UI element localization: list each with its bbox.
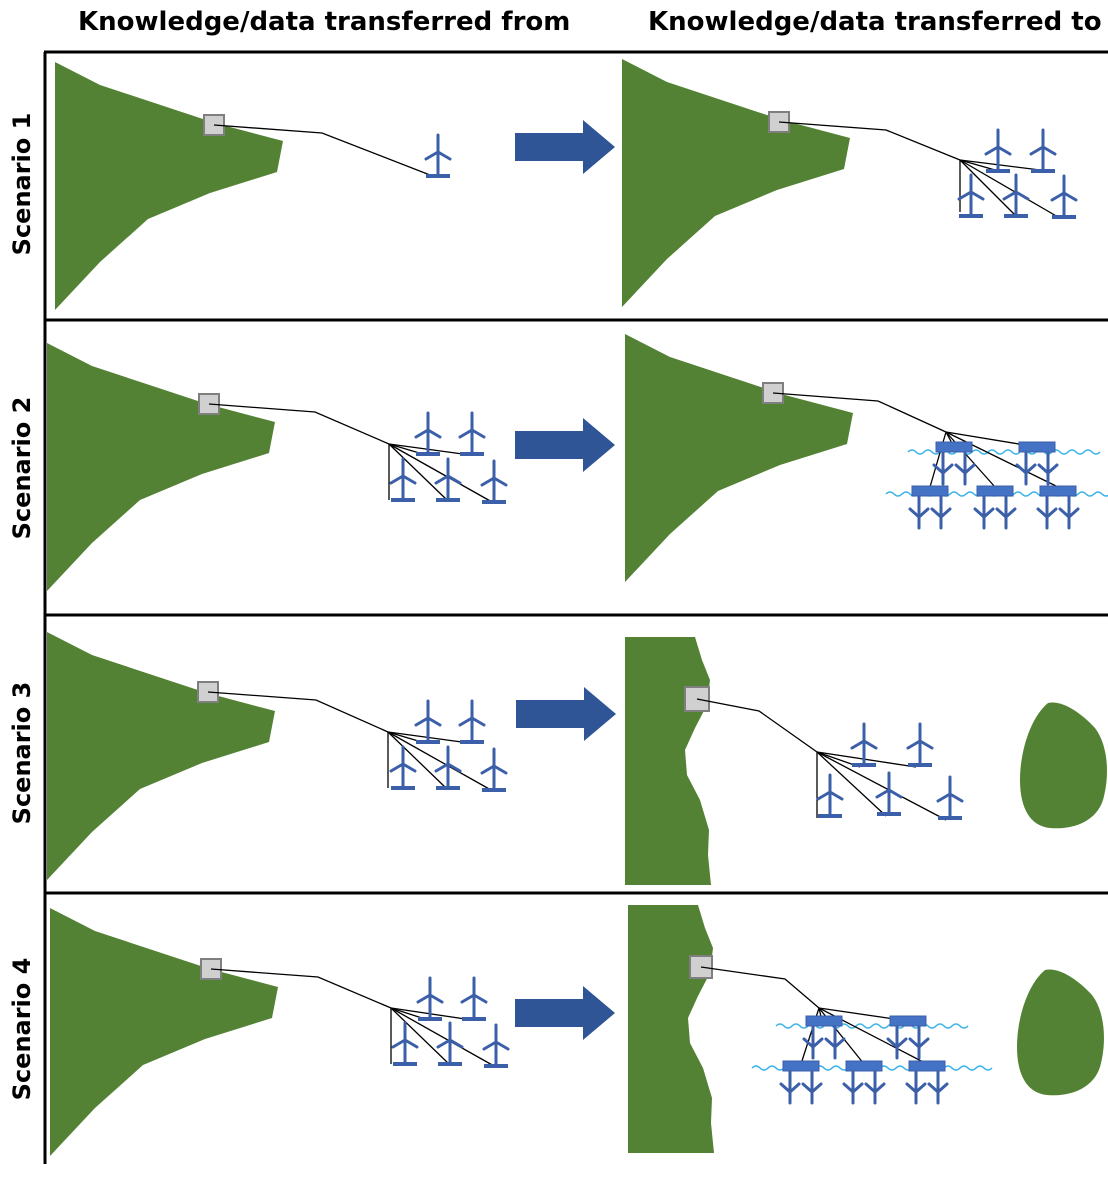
s2-from-turbine-2 [458, 411, 486, 456]
s2-from-export-cable [208, 403, 390, 445]
s2-transfer-arrow [515, 418, 615, 472]
s4-from-turbine-3 [391, 1021, 419, 1066]
s3-from-turbine-1 [414, 699, 442, 744]
s1-to-turbine-4 [1002, 173, 1030, 218]
s3-from-turbine-2 [458, 699, 486, 744]
s2-to-floating-turbine-1 [932, 441, 976, 486]
s4-to-floating-turbine-4 [842, 1060, 886, 1105]
s2-from-turbine-5 [480, 459, 508, 504]
s4-to-floating-turbine-5 [905, 1060, 949, 1105]
s1-transfer-arrow [515, 120, 615, 174]
s4-from-export-cable [210, 968, 392, 1009]
s3-to-turbine-3 [816, 773, 844, 818]
s1-to-turbine-3 [957, 173, 985, 218]
s1-to-turbine-5 [1050, 174, 1078, 219]
s4-from-array-cable-5 [390, 1007, 495, 1067]
s2-from-turbine-1 [414, 411, 442, 456]
s1-from-export-cable [213, 124, 431, 176]
s3-to-array-cable-5 [816, 751, 947, 821]
s4-from-land [50, 908, 278, 1156]
s2-to-export-cable [772, 392, 947, 433]
s3-transfer-arrow [516, 687, 616, 741]
s3-from-turbine-5 [480, 747, 508, 792]
s3-to-turbine-1 [850, 722, 878, 767]
s3-to-array-cable-4 [816, 751, 887, 817]
s2-from-turbine-3 [389, 457, 417, 502]
s1-to-array-cable-3 [959, 159, 1041, 171]
s4-to-coastline [628, 905, 714, 1153]
s1-to-array-cable-5 [959, 159, 1059, 218]
s4-from-turbine-1 [416, 976, 444, 1021]
s4-to-floating-turbine-3 [779, 1060, 823, 1105]
s3-from-land [47, 632, 275, 880]
s3-from-export-cable [207, 691, 389, 733]
s2-from-array-cable-5 [388, 443, 493, 503]
s4-from-turbine-2 [460, 976, 488, 1021]
s2-to-floating-turbine-3 [908, 485, 952, 530]
s4-to-floating-turbine-1 [802, 1015, 846, 1060]
s4-from-turbine-5 [482, 1023, 510, 1068]
s4-to-floating-turbine-2 [886, 1015, 930, 1060]
s1-to-land [622, 59, 850, 307]
s2-to-array-cable-5 [945, 431, 1059, 488]
header-transferred-from: Knowledge/data transferred from [78, 7, 571, 37]
s2-to-floating-turbine-5 [1036, 485, 1080, 530]
s2-from-turbine-4 [434, 457, 462, 502]
s1-from-land [55, 62, 283, 310]
header-transferred-to: Knowledge/data transferred to [648, 7, 1102, 37]
s3-to-island [1020, 702, 1107, 829]
s4-from-turbine-4 [436, 1021, 464, 1066]
s3-to-turbine-4 [875, 771, 903, 816]
s1-from-turbine [424, 133, 452, 178]
s3-from-array-cable-5 [387, 731, 492, 791]
s1-to-export-cable [778, 121, 961, 161]
s3-to-array-cable-3 [816, 751, 917, 768]
s3-from-turbine-3 [389, 745, 417, 790]
s2-to-floating-turbine-4 [973, 485, 1017, 530]
s2-from-land [47, 343, 275, 591]
s3-to-export-cable [696, 698, 818, 753]
s3-from-array-cable-4 [387, 731, 447, 789]
s2-from-array-cable-4 [388, 443, 448, 501]
s3-to-turbine-5 [936, 775, 964, 820]
s3-to-coastline [625, 637, 711, 885]
s2-to-array-cable-3 [929, 431, 947, 488]
s1-to-array-cable-2 [959, 159, 996, 171]
s2-to-array-cable-4 [945, 431, 996, 488]
s3-to-turbine-2 [906, 722, 934, 767]
s1-to-turbine-2 [1029, 128, 1057, 173]
s4-to-island [1017, 969, 1104, 1096]
s2-to-land [625, 334, 853, 582]
s2-to-floating-turbine-2 [1015, 441, 1059, 486]
s3-from-turbine-4 [434, 745, 462, 790]
s4-transfer-arrow [515, 986, 615, 1040]
s4-to-wave-upper [775, 1023, 969, 1029]
s1-to-turbine-1 [984, 128, 1012, 173]
s4-from-array-cable-4 [390, 1007, 450, 1065]
s4-to-export-cable [700, 966, 820, 1009]
s1-to-array-cable-4 [959, 159, 1016, 216]
